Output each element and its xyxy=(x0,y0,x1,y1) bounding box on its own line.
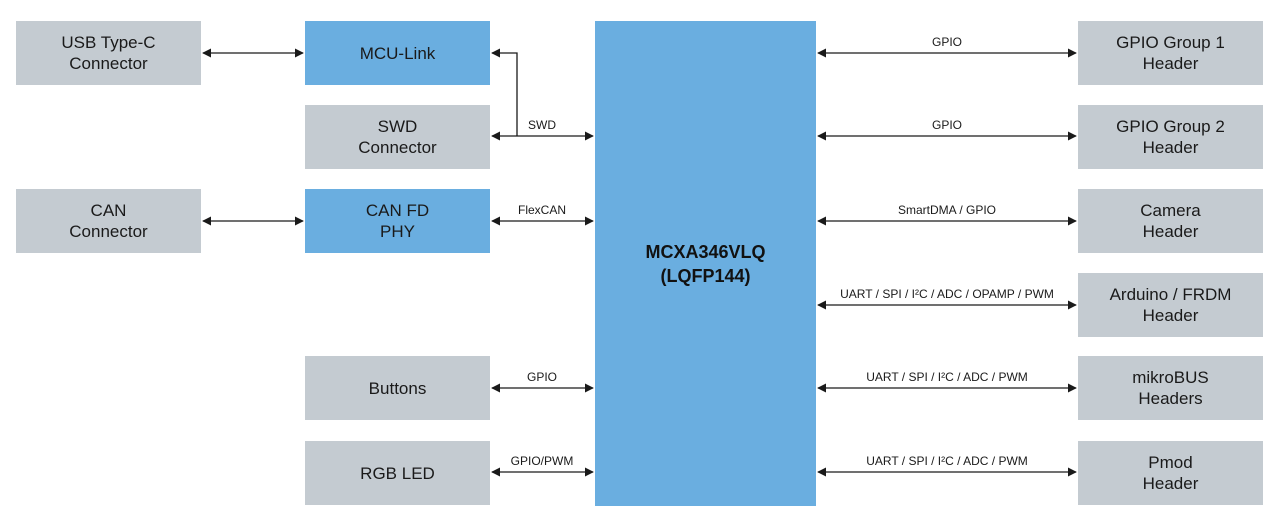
block-label-line2: Connector xyxy=(69,54,148,73)
block-label-line1: Buttons xyxy=(368,378,427,398)
block-label-line1: RGB LED xyxy=(360,463,435,483)
block-label-line1: USB Type-C xyxy=(61,33,156,52)
mcu-part-number: MCXA346VLQ xyxy=(645,241,766,262)
block-label-line1: CAN xyxy=(90,201,127,220)
mcu-block: MCXA346VLQ (LQFP144) xyxy=(595,21,816,506)
block-label-line2: Headers xyxy=(1138,389,1203,408)
gpio2-link-label: GPIO xyxy=(932,118,962,132)
block-label-line2: Header xyxy=(1142,474,1199,493)
block-label-line2: Header xyxy=(1142,138,1199,157)
block-label-line1: GPIO Group 2 xyxy=(1116,117,1225,136)
block-label-line1: Camera xyxy=(1140,201,1201,220)
block-label-line2: Connector xyxy=(358,138,437,157)
swd-link-label: SWD xyxy=(528,118,556,132)
block-label-line1: GPIO Group 1 xyxy=(1116,33,1225,52)
block-label-line2: Header xyxy=(1142,222,1199,241)
pmod-header-block: Pmod Header xyxy=(1078,441,1263,505)
block-label-line2: Header xyxy=(1142,54,1199,73)
mcu-link-block: MCU-Link xyxy=(305,21,490,85)
gpio-group-1-header-block: GPIO Group 1 Header xyxy=(1078,21,1263,85)
block-label-line2: PHY xyxy=(380,222,415,241)
block-label-line1: Arduino / FRDM xyxy=(1109,285,1232,304)
block-label-line1: Pmod xyxy=(1148,453,1193,472)
camera-header-block: Camera Header xyxy=(1078,189,1263,253)
block-label-line2: Header xyxy=(1142,306,1199,325)
usb-typec-connector-block: USB Type-C Connector xyxy=(16,21,201,85)
rgb-led-block: RGB LED xyxy=(305,441,490,505)
block-label-line2: Connector xyxy=(69,222,148,241)
mikrobus-headers-block: mikroBUS Headers xyxy=(1078,356,1263,420)
block-label-line1: MCU-Link xyxy=(359,43,436,63)
block-label-line1: mikroBUS xyxy=(1132,368,1209,387)
can-connector-block: CAN Connector xyxy=(16,189,201,253)
camera-link-label: SmartDMA / GPIO xyxy=(898,203,996,217)
mcu-package: (LQFP144) xyxy=(660,265,751,286)
flexcan-link-label: FlexCAN xyxy=(518,203,566,217)
arduino-link-label: UART / SPI / I²C / ADC / OPAMP / PWM xyxy=(840,287,1054,301)
swd-connector-block: SWD Connector xyxy=(305,105,490,169)
mculink-swd-path xyxy=(491,48,518,136)
rgbled-link-label: GPIO/PWM xyxy=(511,454,574,468)
block-label-line1: CAN FD xyxy=(365,201,430,220)
block-label-line1: SWD xyxy=(377,117,418,136)
gpio-group-2-header-block: GPIO Group 2 Header xyxy=(1078,105,1263,169)
gpio1-link-label: GPIO xyxy=(932,35,962,49)
mikrobus-link-label: UART / SPI / I²C / ADC / PWM xyxy=(866,370,1028,384)
can-fd-phy-block: CAN FD PHY xyxy=(305,189,490,253)
arduino-frdm-header-block: Arduino / FRDM Header xyxy=(1078,273,1263,337)
pmod-link-label: UART / SPI / I²C / ADC / PWM xyxy=(866,454,1028,468)
buttons-block: Buttons xyxy=(305,356,490,420)
buttons-link-label: GPIO xyxy=(527,370,557,384)
